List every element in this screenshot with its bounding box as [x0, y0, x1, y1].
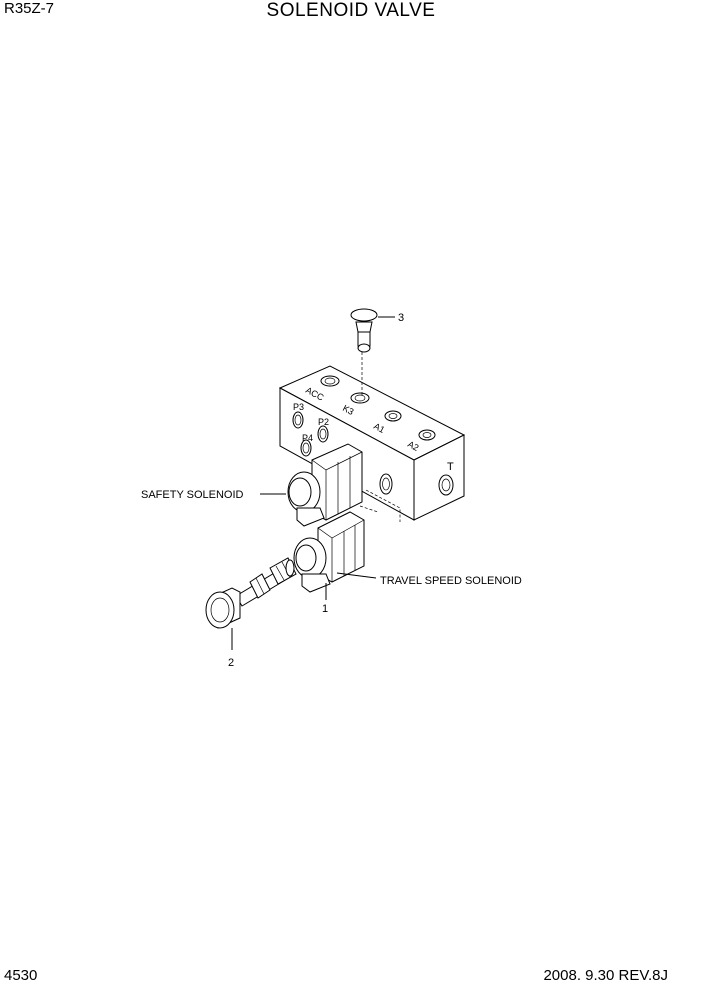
revision-date: 2008. 9.30 REV.8J: [543, 967, 668, 984]
safety-solenoid: [287, 443, 379, 527]
page-title: SOLENOID VALVE: [266, 0, 436, 21]
port-label-k3: K3: [341, 403, 355, 417]
port-label-p4: P4: [302, 433, 313, 443]
top-ports: [320, 375, 436, 441]
callout-item-1: 1: [322, 603, 328, 615]
model-code: R35Z-7: [4, 0, 55, 17]
right-port: [438, 474, 454, 496]
plug-item-3: [350, 308, 395, 396]
callout-safety-solenoid: SAFETY SOLENOID: [141, 489, 244, 501]
cartridge-item-2: [205, 557, 297, 629]
port-label-t: T: [447, 461, 454, 473]
page-number: 4530: [4, 967, 38, 984]
travel-speed-solenoid: [293, 511, 365, 593]
callout-travel-speed-solenoid: TRAVEL SPEED SOLENOID: [380, 575, 522, 587]
port-label-p3: P3: [293, 402, 304, 412]
port-label-p2: P2: [318, 417, 329, 427]
port-label-a2: A2: [406, 439, 420, 453]
callout-item-3: 3: [398, 312, 404, 324]
port-label-a1: A1: [372, 421, 386, 435]
side-ports: [292, 411, 401, 522]
callout-item-2: 2: [228, 657, 234, 669]
